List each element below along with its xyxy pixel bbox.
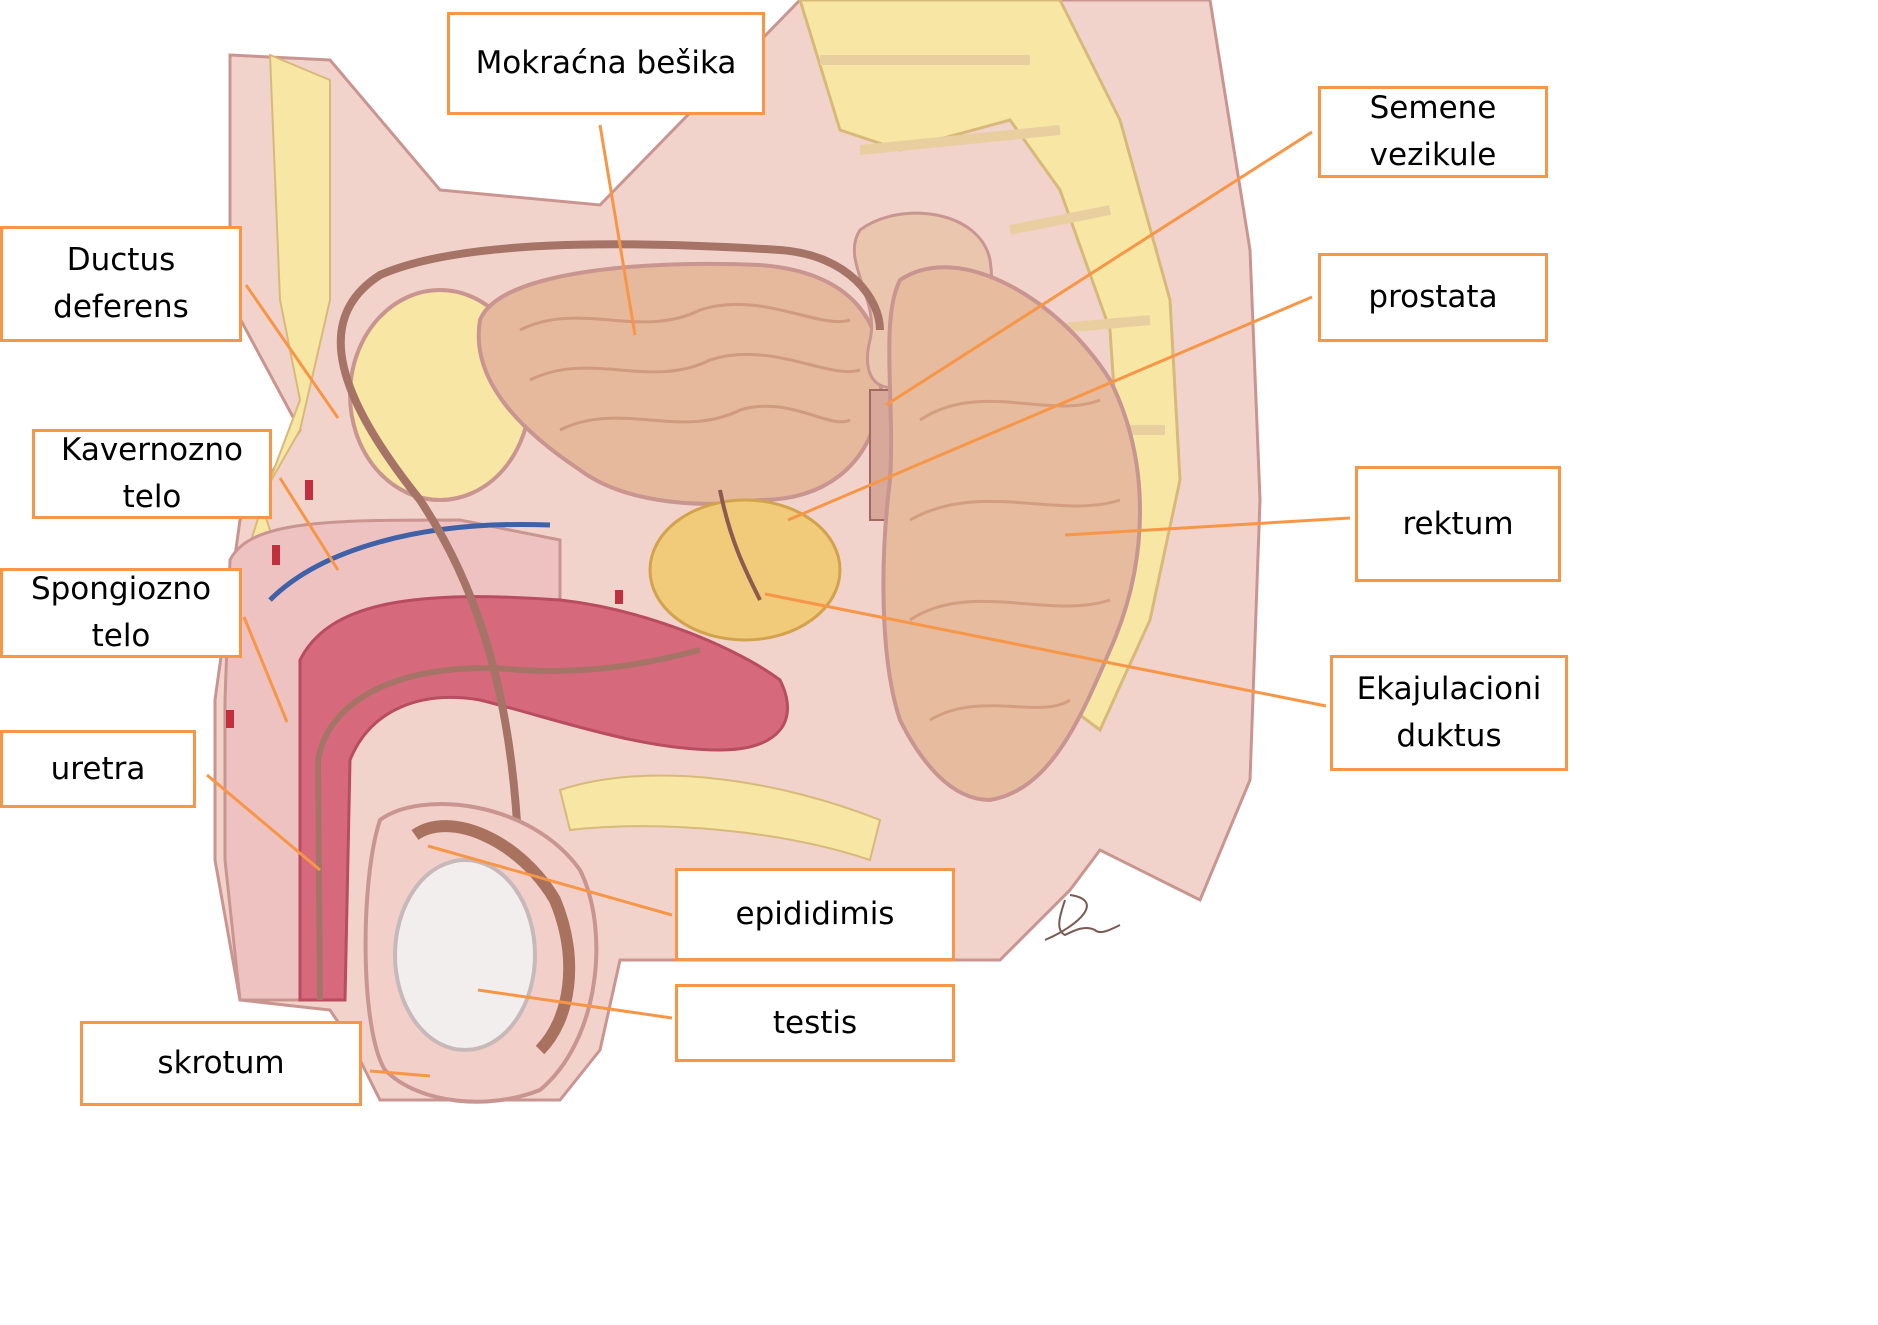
label-seminal-vesicles: Semene vezikule (1318, 86, 1548, 178)
label-urethra: uretra (0, 730, 196, 808)
label-ductus-deferens: Ductus deferens (0, 226, 242, 342)
label-testis: testis (675, 984, 955, 1062)
testis-body (395, 860, 535, 1050)
label-epididymis: epididimis (675, 868, 955, 961)
label-cavernous-body: Kavernozno telo (32, 429, 272, 519)
label-bladder: Mokraćna bešika (447, 12, 765, 115)
anatomy-diagram: Mokraćna bešika Semene vezikule Ductus d… (0, 0, 1568, 1106)
label-prostate: prostata (1318, 253, 1548, 342)
label-rectum: rektum (1355, 466, 1561, 582)
label-scrotum: skrotum (80, 1021, 362, 1106)
label-spongy-body: Spongiozno telo (0, 568, 242, 658)
label-ejaculatory-duct: Ekajulacioni duktus (1330, 655, 1568, 771)
